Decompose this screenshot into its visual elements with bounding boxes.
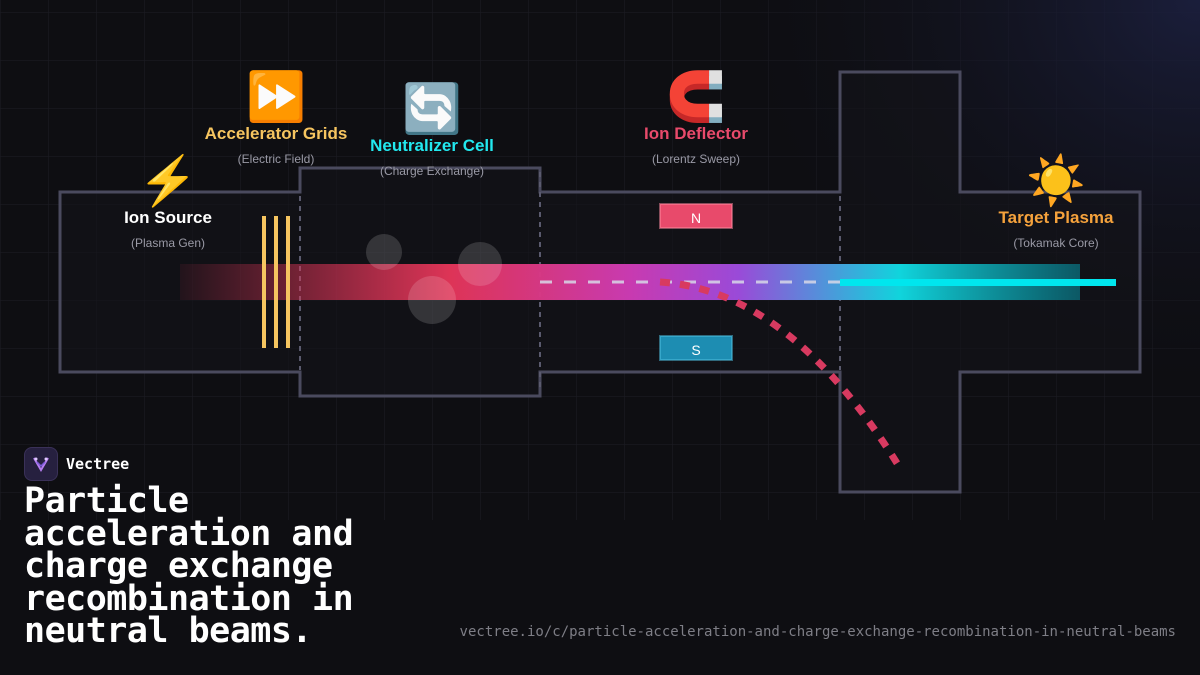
- vectree-logo-icon: [24, 447, 58, 481]
- fast-forward-icon: ⏩: [246, 69, 306, 124]
- magnet-north-pole: N: [659, 203, 733, 229]
- accelerator-grid-plates: [262, 216, 290, 348]
- stage-title: Target Plasma: [999, 208, 1115, 227]
- stage-ion-source: ⚡ Ion Source (Plasma Gen): [124, 153, 212, 250]
- gas-particle: [366, 234, 402, 270]
- gas-particle: [408, 276, 456, 324]
- lightning-icon: ⚡: [138, 153, 198, 209]
- magnet-icon: 🧲: [666, 69, 726, 124]
- page-title: Particle acceleration and charge exchang…: [24, 481, 354, 651]
- stage-title: Ion Source: [124, 208, 212, 227]
- gas-particle: [458, 242, 502, 286]
- stage-subtitle: (Lorentz Sweep): [652, 152, 740, 166]
- stage-accelerator-grids: ⏩ Accelerator Grids (Electric Field): [205, 69, 348, 166]
- stage-subtitle: (Electric Field): [238, 152, 315, 166]
- stage-target-plasma: ☀️ Target Plasma (Tokamak Core): [999, 152, 1115, 250]
- stage-neutralizer-cell: 🔄 Neutralizer Cell (Charge Exchange): [370, 81, 494, 178]
- brand-name: Vectree: [66, 455, 130, 473]
- stage-title: Neutralizer Cell: [370, 136, 494, 155]
- neutral-beam-output: [840, 279, 1116, 286]
- magnet-north-label: N: [691, 210, 701, 226]
- stage-ion-deflector: 🧲 Ion Deflector (Lorentz Sweep): [644, 69, 748, 166]
- cycle-arrows-icon: 🔄: [402, 81, 462, 136]
- sun-icon: ☀️: [1026, 152, 1086, 209]
- stage-title: Accelerator Grids: [205, 124, 348, 143]
- deflected-ion-path: [659, 278, 903, 470]
- stage-subtitle: (Tokamak Core): [1013, 236, 1098, 250]
- brand: Vectree: [24, 447, 129, 481]
- magnet-south-label: S: [691, 342, 700, 358]
- stage-subtitle: (Plasma Gen): [131, 236, 205, 250]
- magnet-south-pole: S: [659, 335, 733, 361]
- stage-title: Ion Deflector: [644, 124, 748, 143]
- stage-subtitle: (Charge Exchange): [380, 164, 484, 178]
- source-url[interactable]: vectree.io/c/particle-acceleration-and-c…: [459, 624, 1176, 640]
